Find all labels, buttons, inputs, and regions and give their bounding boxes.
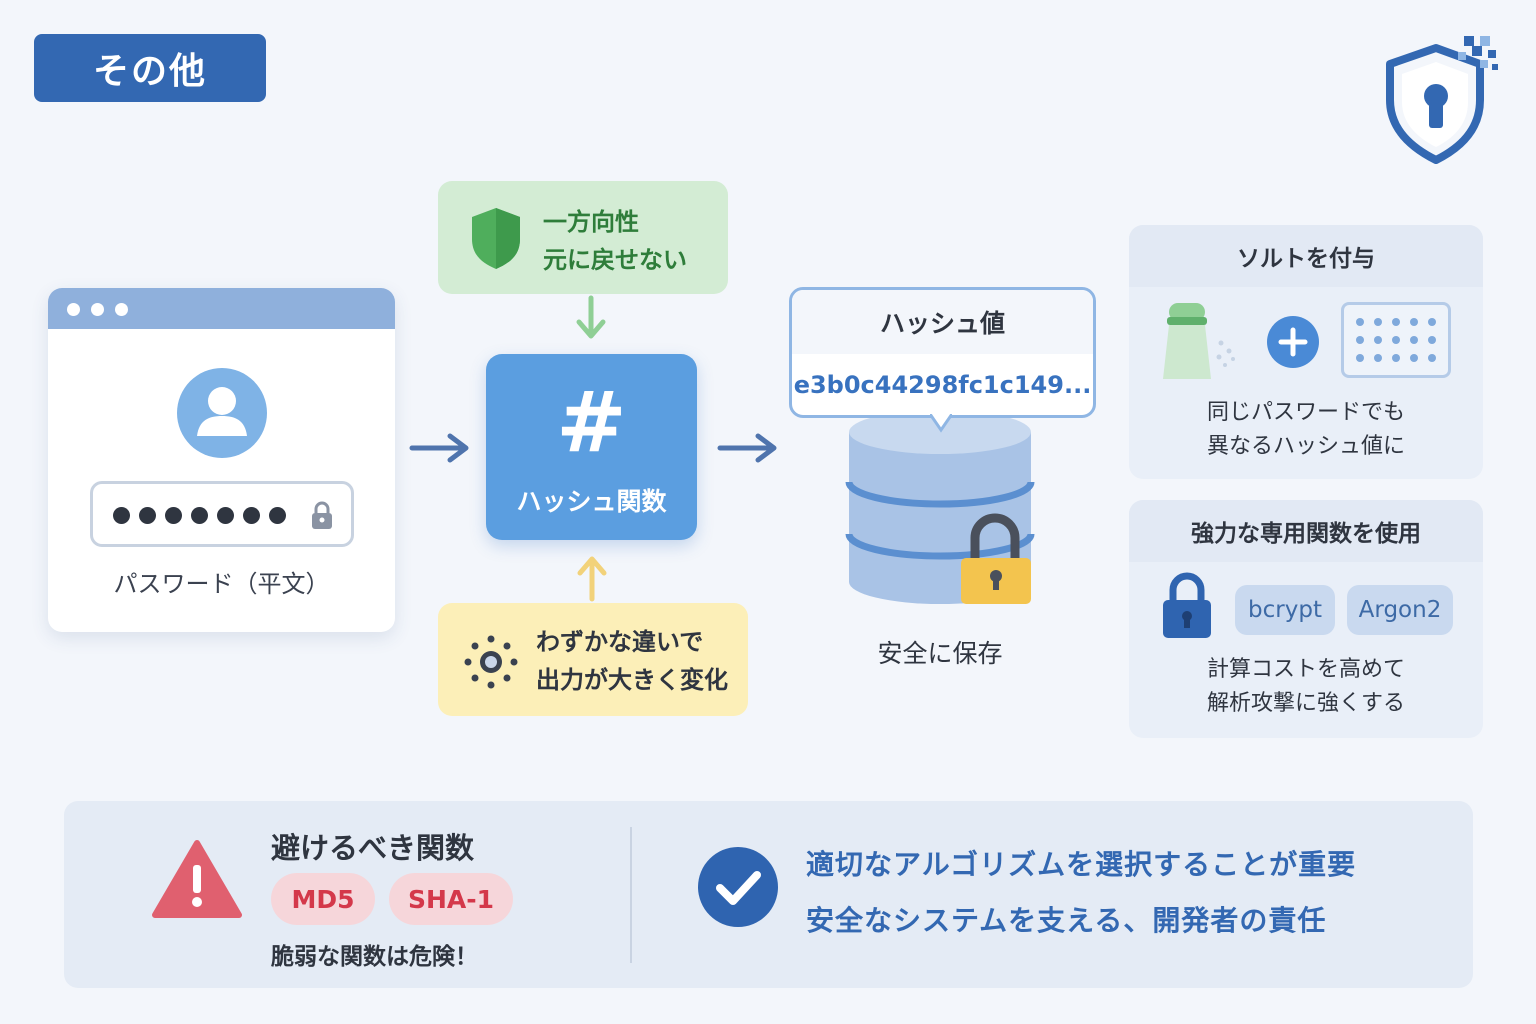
salt-line2: 異なるハッシュ値に [1206,434,1405,459]
strong-panel-title: 強力な専用関数を使用 [1129,500,1483,562]
algorithm-pill-argon2: Argon2 [1347,585,1453,635]
check-icon [698,847,778,927]
avoid-pill-md5: MD5 [271,873,375,925]
storage-label: 安全に保存 [877,639,1003,668]
avalanche-line2: 出力が大きく変化 [536,666,728,694]
database-icon [845,412,1035,604]
hash-function-box: # ハッシュ関数 [486,354,697,540]
password-window: パスワード（平文） [48,288,395,632]
strong-function-panel: 強力な専用関数を使用 bcrypt Argon2 計算コストを高めて 解析攻撃に… [1129,500,1483,738]
strong-line1: 計算コストを高めて [1206,657,1405,682]
conclusion-line2: 安全なシステムを支える、開発者の責任 [806,904,1327,937]
one-way-title: 一方向性 [543,208,639,236]
algorithm-pill-bcrypt: bcrypt [1235,585,1335,635]
divider [630,827,632,963]
salt-panel: ソルトを付与 同じパスワードでも 異なるハッシュ値に [1129,225,1483,479]
window-dot [115,303,128,316]
avoid-pill-sha1: SHA-1 [389,873,513,925]
window-dot [91,303,104,316]
lock-icon [312,501,332,529]
password-label: パスワード（平文） [113,570,330,598]
salt-panel-title: ソルトを付与 [1129,225,1483,287]
sun-icon [464,635,518,689]
password-field[interactable] [90,481,354,547]
window-dot [67,303,80,316]
arrow-right-icon [717,433,777,463]
warning-icon [152,840,242,918]
hash-symbol-icon: # [556,373,627,471]
one-way-subtitle: 元に戻せない [543,246,687,274]
conclusion-line1: 適切なアルゴリズムを選択することが重要 [806,848,1357,881]
window-titlebar [48,288,395,329]
arrow-up-icon [577,556,607,602]
lock-icon [1163,572,1211,638]
hash-value-text: e3b0c44298fc1c149... [793,370,1092,399]
avalanche-note: わずかな違いで 出力が大きく変化 [438,603,748,716]
callout-pointer [930,414,952,433]
user-icon [177,368,267,458]
avoid-note: 脆弱な関数は危険！ [271,944,478,970]
arrow-down-icon [576,295,606,339]
avoid-title: 避けるべき関数 [271,831,475,865]
strong-line2: 解析攻撃に強くする [1206,691,1405,716]
section-title: その他 [34,34,266,102]
hash-value-title: ハッシュ値 [792,290,1093,354]
shield-keyhole-icon [1386,36,1498,164]
summary-panel: 避けるべき関数 MD5 SHA-1 脆弱な関数は危険！ 適切なアルゴリズムを選択… [64,801,1473,988]
dot-grid-icon [1341,302,1451,378]
shield-icon [472,208,520,269]
salt-shaker-icon [1163,303,1235,379]
plus-icon [1267,316,1319,368]
masked-password [113,500,286,530]
hash-value-callout: ハッシュ値 e3b0c44298fc1c149... [789,287,1096,418]
arrow-right-icon [409,433,469,463]
hash-function-label: ハッシュ関数 [516,487,667,516]
avalanche-line1: わずかな違いで [536,628,704,656]
salt-line1: 同じパスワードでも [1206,400,1405,425]
one-way-note: 一方向性 元に戻せない [438,181,728,294]
